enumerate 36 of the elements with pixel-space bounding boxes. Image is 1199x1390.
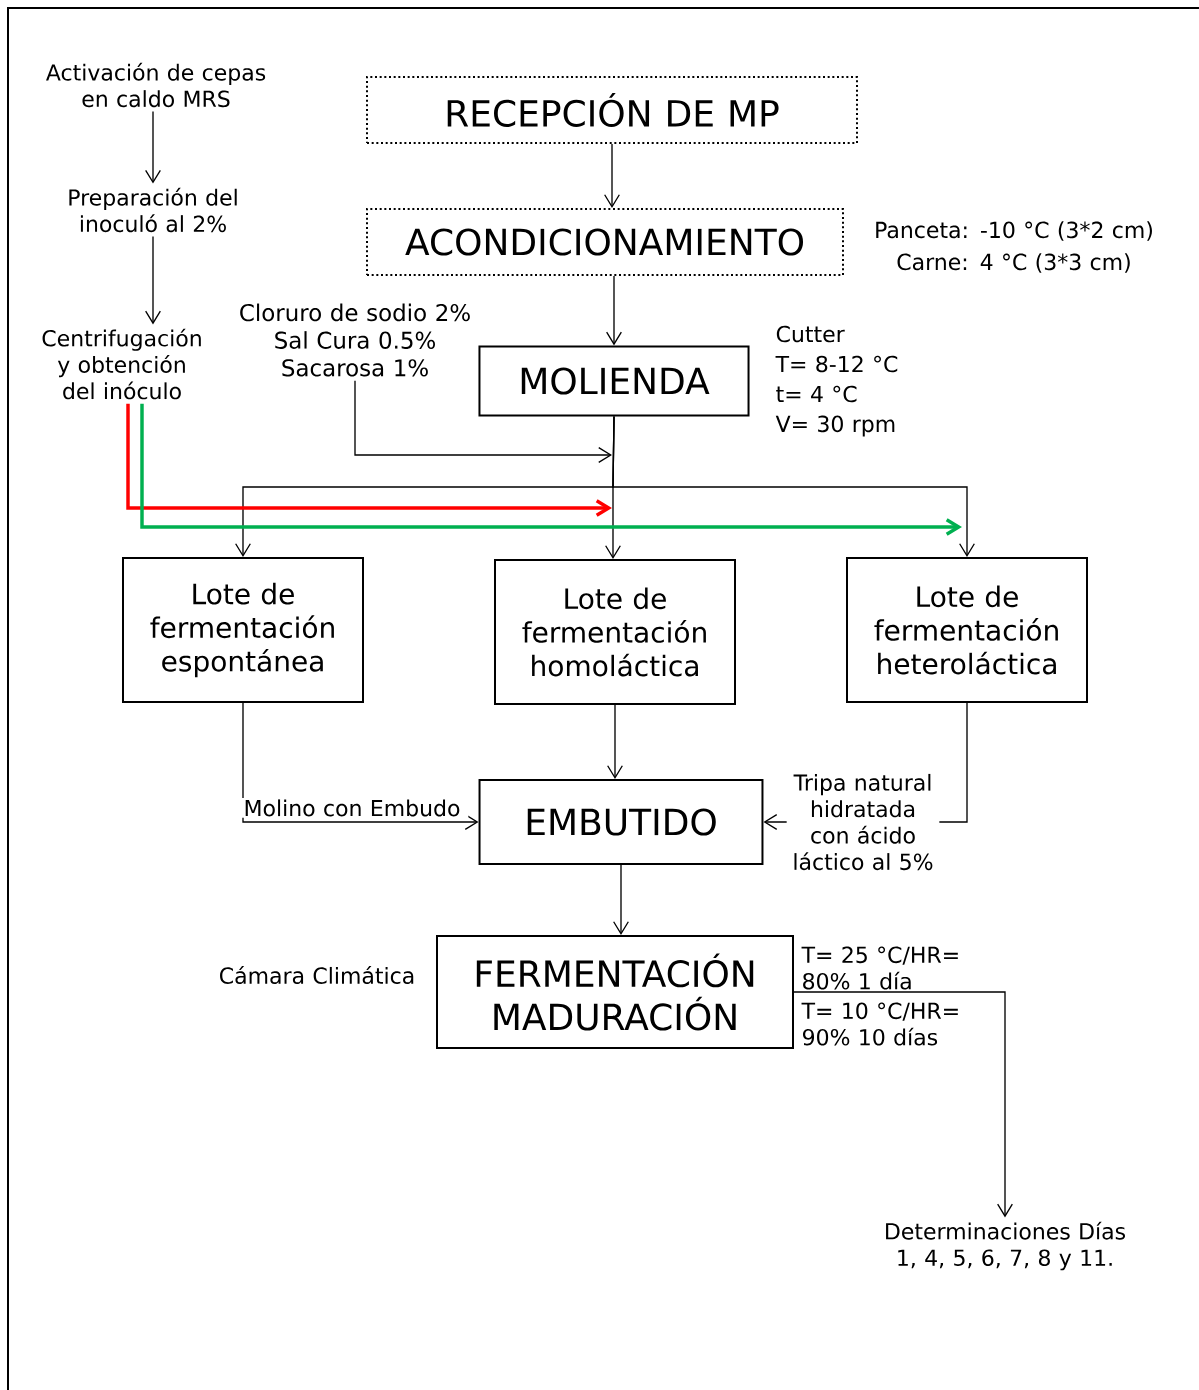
- dotted-process-box: RECEPCIÓN DE MP: [366, 76, 858, 144]
- annotation-text: Panceta: -10 °C (3*2 cm): [876, 221, 1152, 241]
- step-text: Activación de cepas en caldo MRS: [46, 62, 266, 108]
- process-box: Lote de fermentación espontánea: [122, 557, 364, 703]
- annotation-text: T= 25 °C/HR= 80% 1 día: [801, 946, 958, 990]
- arrow: [145, 110, 161, 184]
- arrow: [604, 143, 620, 208]
- process-box: Lote de fermentación homoláctica: [494, 559, 736, 705]
- process-box: FERMENTACIÓN MADURACIÓN: [436, 935, 794, 1049]
- annotation-text: T= 8-12 °C: [775, 355, 898, 373]
- arrow: [607, 704, 623, 779]
- arrow: [140, 403, 962, 536]
- step-text: Cloruro de sodio 2% Sal Cura 0.5% Sacarosa 1%: [240, 303, 470, 377]
- edge-label: Tripa natural hidratada con ácido láctico al 5%: [793, 773, 933, 871]
- arrow: [242, 702, 479, 830]
- annotation-text: t= 4 °C: [776, 385, 857, 403]
- arrow: [606, 275, 622, 346]
- annotation-text: Cutter: [776, 325, 845, 343]
- edge-label: Molino con Embudo: [245, 799, 460, 817]
- arrow: [613, 864, 629, 935]
- step-text: Centrifugación y obtención del inóculo: [42, 328, 201, 400]
- annotation-text: Cámara Climática: [220, 966, 414, 984]
- step-text: Determinaciones Días 1, 4, 5, 6, 7, 8 y 11.: [886, 1221, 1126, 1271]
- process-box: Lote de fermentación heteroláctica: [846, 557, 1088, 703]
- arrow: [145, 235, 161, 325]
- annotation-text: Carne: 4 °C (3*3 cm): [897, 253, 1130, 273]
- arrow: [612, 415, 975, 557]
- process-box: MOLIENDA: [478, 345, 750, 417]
- dotted-process-box: ACONDICIONAMIENTO: [366, 208, 844, 276]
- arrow: [793, 991, 1013, 1218]
- step-text: Preparación del inoculó al 2%: [69, 187, 237, 233]
- annotation-text: T= 10 °C/HR= 90% 10 días: [801, 1002, 958, 1046]
- arrow: [126, 403, 612, 517]
- process-box: EMBUTIDO: [478, 779, 764, 865]
- arrow: [354, 380, 612, 463]
- annotation-text: V= 30 rpm: [775, 415, 895, 437]
